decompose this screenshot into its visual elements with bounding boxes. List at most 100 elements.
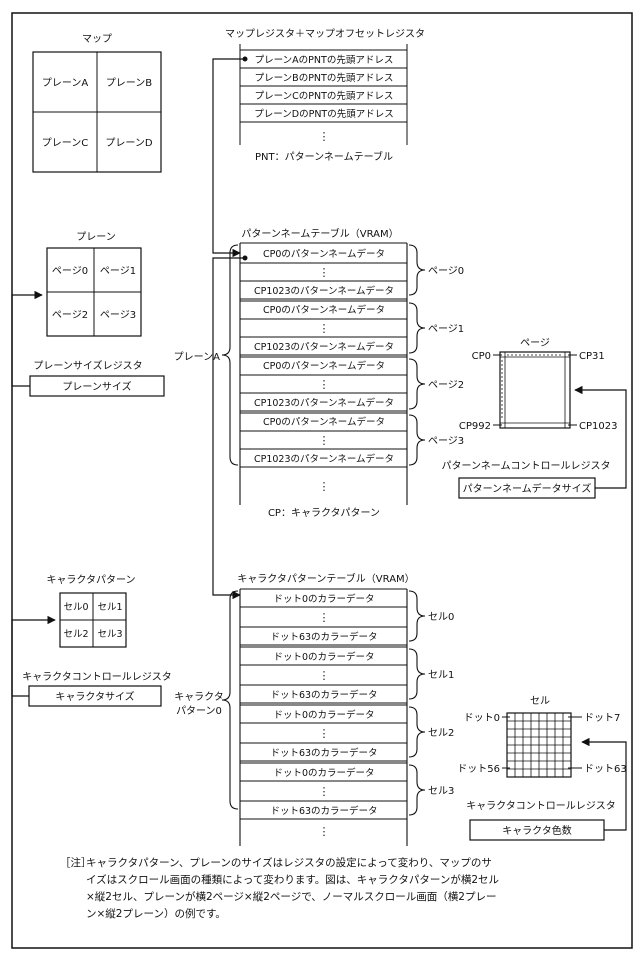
map-register-row-c: プレーンCのPNTの先頭アドレス [255, 90, 394, 102]
map-title: マップ [82, 33, 112, 45]
page-corner-cp0: CP0 [472, 351, 491, 362]
char-color-arrow [581, 737, 627, 831]
pnt-plane-brace [221, 244, 239, 466]
pointer-plane-a [212, 56, 248, 600]
footnote-line-3: ×縦2セル、プレーンが横2ページ×縦2ページで、ノーマルスクロール画面（横2プレ… [86, 891, 497, 903]
map-cell-b: プレーンB [106, 77, 152, 89]
cpt-cell-label-3: セル3 [428, 785, 454, 797]
footnote-line-4: ン×縦2プレーン）の例です。 [86, 908, 226, 920]
pnt-page-braces [408, 244, 426, 466]
cp-caption: CP：キャラクタパターン [268, 507, 380, 519]
pn-control-register-label: パターンネームデータサイズ [463, 482, 592, 495]
map-register-row-d: プレーンDのPNTの先頭アドレス [254, 108, 393, 120]
plane-cell-0: ページ0 [52, 266, 88, 277]
plane-title: プレーン [76, 231, 116, 243]
cpt-group-label-line1: キャラクタ [174, 691, 224, 703]
map-cell-a: プレーンA [42, 77, 88, 89]
footnote-prefix: ［注］ [60, 857, 92, 869]
map-register-table: プレーンAのPNTの先頭アドレス プレーンBのPNTの先頭アドレス プレーンCの… [239, 44, 408, 145]
pnt-p3-last: CP1023のパターンネームデータ [254, 453, 394, 465]
plane-cell-2: ページ2 [52, 310, 88, 321]
plane-size-register-label: プレーンサイズ [62, 380, 131, 393]
cpt-c0-last: ドット63のカラーデータ [270, 631, 377, 643]
footnote-line-1: キャラクタパターン、プレーンのサイズはレジスタの設定によって変わり、マップのサ [86, 857, 492, 869]
pnt-p1-last: CP1023のパターンネームデータ [254, 341, 394, 353]
pnt-p1-first: CP0のパターンネームデータ [263, 304, 385, 316]
map-cell-d: プレーンD [105, 137, 152, 149]
cpt-table: ドット0のカラーデータ ⋮ ドット63のカラーデータ ドット0のカラーデータ ⋮… [239, 588, 408, 846]
pnt-p0-last: CP1023のパターンネームデータ [254, 285, 394, 297]
pn-control-arrow [574, 385, 627, 489]
char-color-register-label: キャラクタ色数 [502, 824, 572, 837]
plane-cell-3: ページ3 [100, 310, 136, 321]
cell-corner-dot0: ドット0 [464, 713, 500, 724]
plane-size-arrow [11, 290, 43, 387]
pnt-page-label-1: ページ1 [428, 324, 464, 335]
char-control-register-title: キャラクタコントロールレジスタ [22, 671, 172, 683]
pnt-p3-ellipsis: ⋮ [319, 434, 330, 447]
cpt-c1-ellipsis: ⋮ [319, 669, 330, 682]
char-size-register-label: キャラクタサイズ [55, 690, 134, 703]
char-cell-1: セル1 [97, 602, 122, 613]
cpt-c2-last: ドット63のカラーデータ [270, 747, 377, 759]
pnt-p0-first: CP0のパターンネームデータ [263, 248, 385, 260]
cpt-c0-first: ドット0のカラーデータ [273, 593, 374, 605]
pnt-caption: PNT：パターンネームテーブル [255, 150, 393, 163]
char-cell-0: セル0 [63, 602, 88, 613]
cpt-c3-first: ドット0のカラーデータ [273, 767, 374, 779]
pnt-p2-first: CP0のパターンネームデータ [263, 360, 385, 372]
map-register-ellipsis: ⋮ [319, 130, 330, 143]
cpt-title: キャラクタパターンテーブル（VRAM） [237, 572, 414, 585]
cell-corner-dot63: ドット63 [584, 764, 627, 775]
cpt-group-label-line2: パターン0 [176, 705, 222, 717]
page-detail-title: ページ [520, 338, 550, 349]
cpt-c2-first: ドット0のカラーデータ [273, 709, 374, 721]
pn-control-register-title: パターンネームコントロールレジスタ [442, 460, 611, 472]
cpt-cell-label-1: セル1 [428, 669, 454, 681]
cell-detail-grid [502, 712, 582, 778]
cpt-c2-ellipsis: ⋮ [319, 727, 330, 740]
page-detail-box [493, 351, 577, 429]
cell-corner-dot7: ドット7 [584, 713, 620, 724]
pnt-table: CP0のパターンネームデータ ⋮ CP1023のパターンネームデータ CP0のパ… [239, 242, 408, 505]
footnote-line-2: イズはスクロール画面の種類によって変わります。図は、キャラクタパターンが横2セル [86, 874, 500, 886]
pnt-p2-last: CP1023のパターンネームデータ [254, 397, 394, 409]
map-grid: プレーンA プレーンB プレーンC プレーンD [32, 51, 162, 173]
char-size-arrow [11, 615, 56, 697]
cpt-pattern-brace [221, 590, 239, 810]
plane-size-register-title: プレーンサイズレジスタ [33, 359, 142, 372]
map-register-row-a: プレーンAのPNTの先頭アドレス [255, 54, 394, 66]
cpt-c1-last: ドット63のカラーデータ [270, 689, 377, 701]
map-cell-c: プレーンC [42, 137, 88, 149]
pnt-p3-first: CP0のパターンネームデータ [263, 416, 385, 428]
cpt-c1-first: ドット0のカラーデータ [273, 651, 374, 663]
footnote: ［注］ キャラクタパターン、プレーンのサイズはレジスタの設定によって変わり、マッ… [60, 855, 608, 923]
cpt-c0-ellipsis: ⋮ [319, 611, 330, 624]
pnt-p1-ellipsis: ⋮ [319, 322, 330, 335]
pnt-plane-label: プレーンA [174, 351, 220, 363]
page-corner-cp31: CP31 [579, 351, 605, 362]
cpt-cell-braces [408, 590, 426, 816]
cpt-c3-last: ドット63のカラーデータ [270, 805, 377, 817]
pnt-p2-ellipsis: ⋮ [319, 378, 330, 391]
char-pattern-title: キャラクタパターン [46, 574, 135, 586]
cpt-cell-label-0: セル0 [428, 611, 454, 623]
outer-frame [11, 12, 633, 949]
page-corner-cp1023: CP1023 [579, 421, 617, 432]
pnt-tail-ellipsis: ⋮ [319, 480, 330, 493]
char-cell-2: セル2 [63, 629, 88, 640]
cell-corner-dot56: ドット56 [457, 764, 500, 775]
map-register-title: マップレジスタ＋マップオフセットレジスタ [225, 28, 425, 40]
pnt-page-label-3: ページ3 [428, 436, 464, 447]
pnt-title: パターンネームテーブル（VRAM） [241, 227, 398, 240]
pnt-page-label-0: ページ0 [428, 266, 464, 277]
cell-detail-title: セル [530, 695, 550, 707]
plane-cell-1: ページ1 [100, 266, 136, 277]
cpt-cell-label-2: セル2 [428, 727, 454, 739]
pnt-page-label-2: ページ2 [428, 380, 464, 391]
char-color-register-title: キャラクタコントロールレジスタ [466, 800, 616, 812]
page-corner-cp992: CP992 [459, 421, 491, 432]
char-cell-3: セル3 [97, 629, 122, 640]
pnt-p0-ellipsis: ⋮ [319, 266, 330, 279]
